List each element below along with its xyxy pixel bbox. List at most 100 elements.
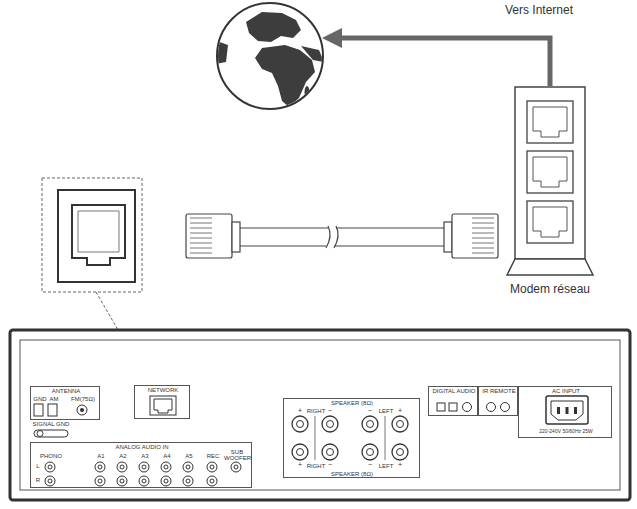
section-label: NETWORK — [148, 387, 179, 393]
rca-jack — [139, 476, 149, 486]
polarity-sign: + — [398, 461, 402, 468]
terminal-label: RIGHT — [307, 463, 326, 469]
rca-jack-core — [210, 479, 214, 483]
rca-jack — [207, 462, 217, 472]
rca-jack — [45, 462, 55, 472]
terminal-label: LEFT — [379, 408, 394, 414]
terminal-label: LEFT — [379, 463, 394, 469]
rca-jack — [139, 462, 149, 472]
terminal-label: REC — [207, 453, 220, 459]
rca-jack-core — [120, 479, 124, 483]
contact-stroke — [472, 218, 494, 219]
speaker-terminal-core — [327, 449, 334, 456]
rca-jack-core — [120, 465, 124, 469]
ac-input-box: AC INPUT220-240V 50/60Hz 25W — [518, 386, 612, 438]
rca-jack-core — [98, 465, 102, 469]
modem-node: Modem réseau — [505, 85, 595, 300]
contact-stroke — [190, 253, 212, 254]
rca-jack — [117, 476, 127, 486]
contact-stroke — [472, 223, 494, 224]
contact-stroke — [190, 218, 212, 219]
polarity-sign: + — [298, 461, 302, 468]
speaker-terminal-core — [367, 421, 374, 428]
rca-jack — [95, 476, 105, 486]
ir-remote-box: IR REMOTE — [478, 386, 517, 416]
rca-jack — [95, 462, 105, 472]
channel-label: L — [36, 463, 39, 469]
rca-jack-core — [48, 465, 52, 469]
section-label: SIGNAL GND — [33, 421, 70, 427]
contact-stroke — [190, 238, 212, 239]
rca-jack-core — [142, 465, 146, 469]
contact-stroke — [472, 253, 494, 254]
rca-jack-core — [210, 465, 214, 469]
digital-audio-box: DIGITAL AUDIO — [428, 386, 478, 416]
terminal-label: RIGHT — [307, 408, 326, 414]
rca-jack — [183, 462, 193, 472]
divider — [315, 416, 316, 460]
rca-jack — [45, 476, 55, 486]
speaker-terminal — [392, 444, 408, 460]
speaker-terminal-core — [327, 421, 334, 428]
ethernet-cable — [186, 214, 498, 258]
polarity-sign: + — [298, 407, 302, 414]
contact-stroke — [472, 248, 494, 249]
contact-stroke — [190, 228, 212, 229]
contact-stroke — [190, 243, 212, 244]
polarity-sign: − — [368, 407, 372, 414]
section-label: Modem réseau — [510, 283, 590, 295]
rca-jack-core — [186, 465, 190, 469]
terminal-label: A4 — [163, 453, 170, 459]
terminal-label: A5 — [185, 453, 192, 459]
section-label: ANALOG AUDIO IN — [115, 444, 168, 450]
antenna-box: ANTENNAGNDAMFM(75Ω) — [30, 386, 100, 420]
speaker-terminal-core — [367, 449, 374, 456]
rca-jack-core — [164, 479, 168, 483]
speaker-terminal — [322, 444, 338, 460]
section-label: AC INPUT — [552, 388, 580, 394]
network-box: NETWORK — [134, 385, 190, 419]
contact-stroke — [472, 228, 494, 229]
contact-stroke — [472, 238, 494, 239]
rca-jack — [183, 476, 193, 486]
terminal-label: AM — [50, 396, 59, 402]
speaker-terminal — [322, 416, 338, 432]
terminal-label: SUB WOOFER — [224, 449, 250, 461]
rca-jack-core — [234, 465, 238, 469]
rca-jack — [161, 462, 171, 472]
optical-jack — [449, 403, 457, 411]
contact-stroke — [190, 233, 212, 234]
polarity-sign: − — [368, 461, 372, 468]
section-label: SPEAKER (8Ω) — [331, 400, 373, 406]
jack — [501, 403, 510, 412]
rca-jack — [117, 462, 127, 472]
rca-jack-core — [98, 479, 102, 483]
contact-stroke — [190, 223, 212, 224]
speaker-terminal — [292, 416, 308, 432]
terminal-label: GND — [33, 396, 46, 402]
speaker-terminal — [392, 416, 408, 432]
analog-input-box: ANALOG AUDIO IN PHONO A1 A2 A3 A4 A5 REC SUB WOO… — [30, 442, 252, 488]
section-label: IR REMOTE — [482, 388, 515, 394]
terminal-label: A2 — [119, 453, 126, 459]
plug-contacts — [190, 218, 494, 253]
divider — [385, 416, 386, 460]
terminal-label: A1 — [97, 453, 104, 459]
terminal-label: A3 — [141, 453, 148, 459]
terminal-label: PHONO — [40, 453, 62, 459]
polarity-sign: + — [398, 407, 402, 414]
polarity-sign: − — [328, 461, 332, 468]
rca-jack-core — [48, 479, 52, 483]
internet-arrow — [338, 38, 550, 86]
optical-jack — [437, 403, 445, 411]
rca-jack — [231, 462, 241, 472]
section-label: ANTENNA — [52, 388, 81, 394]
modem-drawing — [505, 85, 595, 300]
speaker-terminal-core — [297, 449, 304, 456]
contact-stroke — [472, 243, 494, 244]
contact-stroke — [190, 248, 212, 249]
jack — [487, 403, 496, 412]
rca-jack-core — [186, 479, 190, 483]
rca-jack-core — [142, 479, 146, 483]
